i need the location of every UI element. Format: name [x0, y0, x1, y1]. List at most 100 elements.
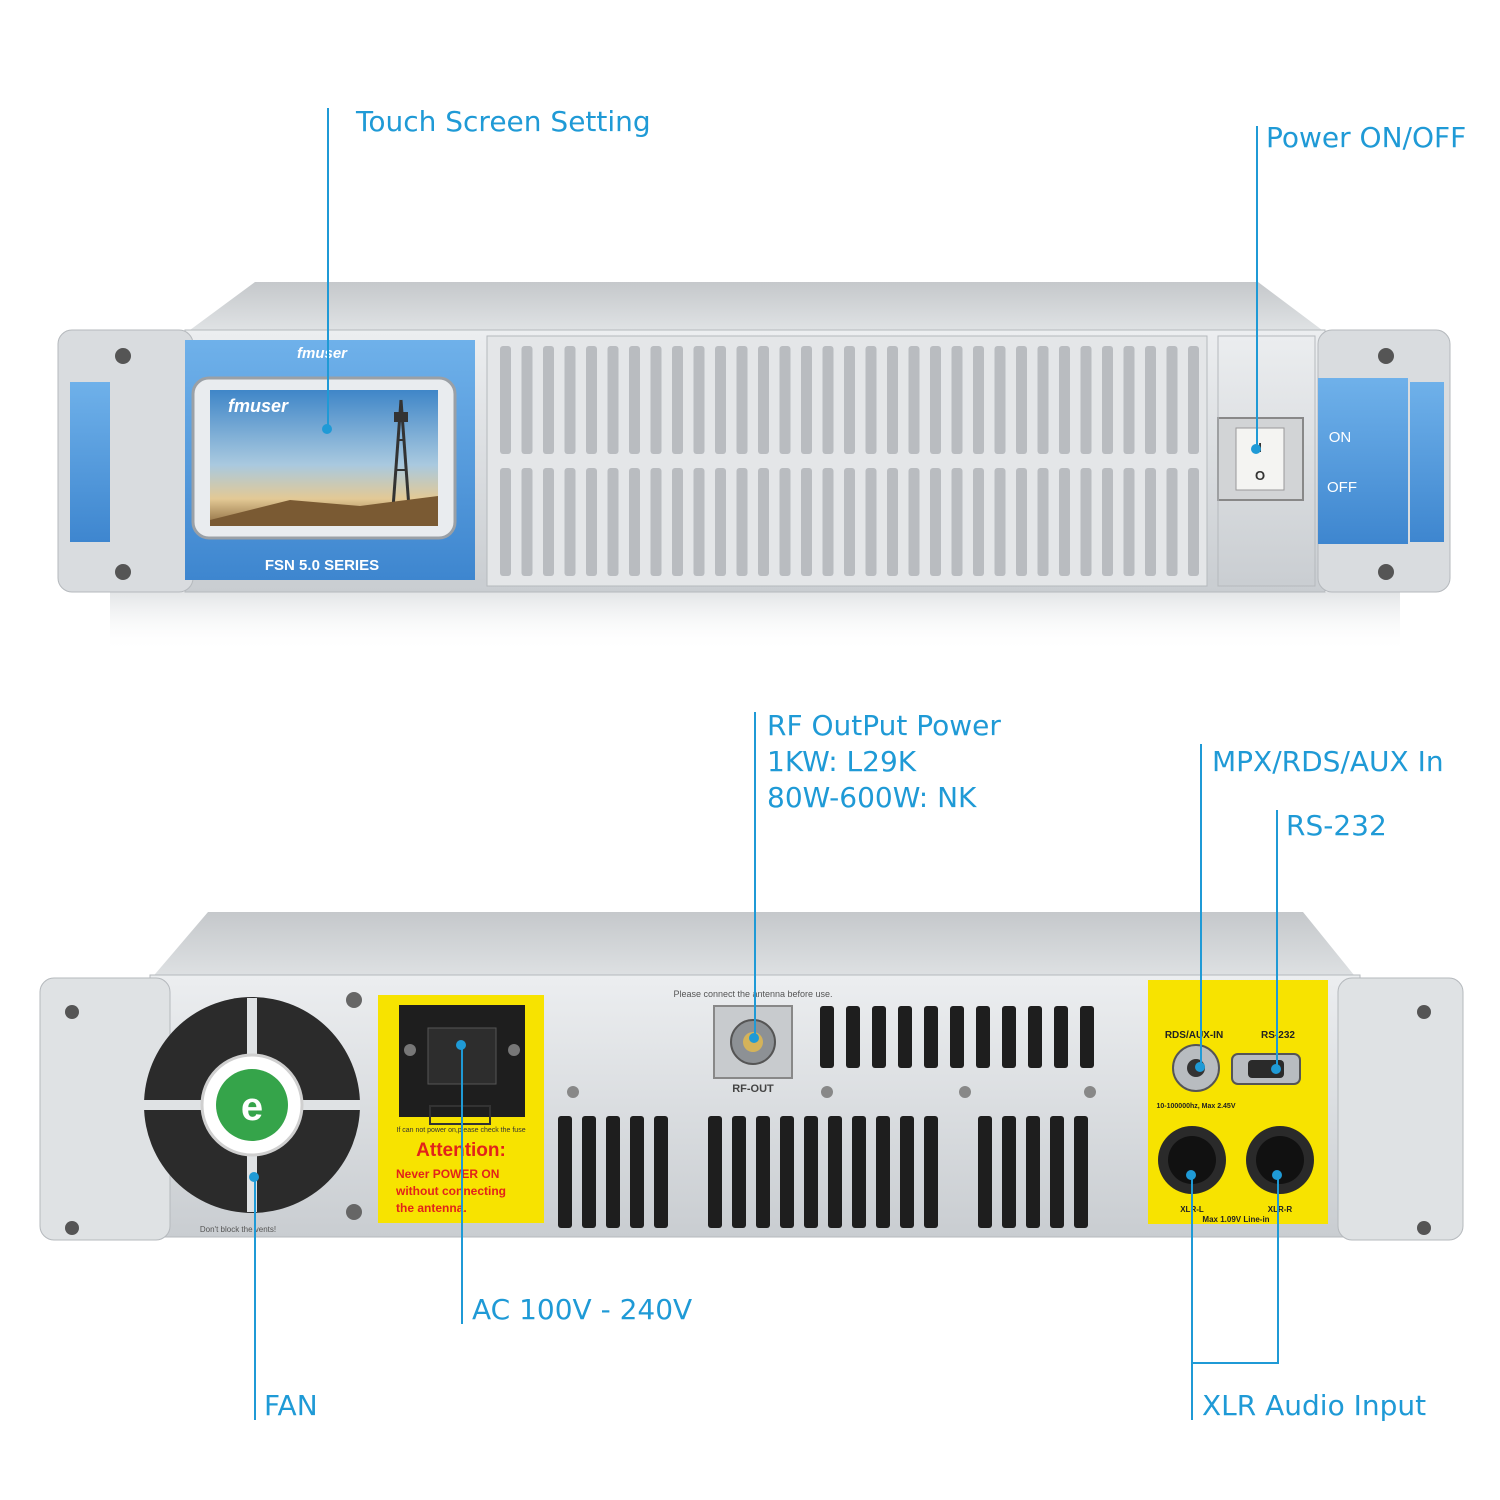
vent-slot	[672, 468, 683, 576]
vent-slot	[924, 1116, 938, 1228]
vent-slot	[779, 346, 791, 454]
vent-slot	[973, 468, 984, 576]
vent-slot	[1054, 1006, 1068, 1068]
vent-slot	[732, 1116, 746, 1228]
vent-slot	[1080, 346, 1092, 454]
vent-slot	[708, 1116, 722, 1228]
attention-line-1: Never POWER ON	[396, 1167, 499, 1181]
rf-out-label: RF-OUT	[732, 1083, 774, 1095]
vent-slot	[630, 1116, 644, 1228]
vent-slot	[1188, 346, 1199, 454]
rs232-pointer	[1271, 1064, 1281, 1074]
vent-slot	[1102, 346, 1113, 454]
mpx-callout: MPX/RDS/AUX In	[1212, 745, 1444, 778]
ac-power-pointer	[456, 1040, 466, 1050]
front-brand: fmuser	[297, 345, 348, 362]
vent-slot	[828, 1116, 842, 1228]
xlr-r-label: XLR-R	[1268, 1205, 1293, 1214]
front-vent-grille	[500, 346, 1199, 576]
power-callout: Power ON/OFF	[1266, 121, 1467, 154]
vent-slot	[898, 1006, 912, 1068]
vent-slot	[607, 346, 619, 454]
vent-slot	[564, 346, 576, 454]
input-spec: 10-100000hz, Max 2.45V	[1157, 1103, 1236, 1110]
vent-slot	[606, 1116, 620, 1228]
on-label: ON	[1329, 429, 1352, 446]
front-panel	[57, 282, 1451, 652]
xlr-left-icon	[1158, 1126, 1226, 1194]
vent-slot	[865, 468, 877, 576]
vent-slot	[758, 346, 769, 454]
vent-slot	[951, 346, 963, 454]
vent-slot	[804, 1116, 818, 1228]
vent-slot	[1028, 1006, 1042, 1068]
rear-panel: Please connect the antenna before use. R…	[39, 912, 1464, 1241]
xlr-left-pointer	[1186, 1170, 1196, 1180]
vent-slot	[872, 1006, 886, 1068]
vent-slot	[780, 1116, 794, 1228]
vent-slot	[844, 468, 855, 576]
vent-slot	[672, 346, 683, 454]
vent-slot	[779, 468, 791, 576]
tower-icon	[391, 399, 411, 509]
db9-connector-icon	[1231, 1053, 1301, 1085]
rf-output-leader	[754, 712, 756, 1037]
rear-lower-vents	[558, 1116, 1088, 1228]
vent-slot	[736, 468, 748, 576]
vent-slot	[500, 346, 511, 454]
vent-slot	[564, 468, 576, 576]
rs232-port-label: RS-232	[1261, 1030, 1295, 1041]
mpx-pointer	[1195, 1062, 1205, 1072]
vent-slot	[1166, 346, 1178, 454]
vent-slot	[558, 1116, 572, 1228]
vent-slot	[1059, 468, 1070, 576]
vent-slot	[994, 346, 1006, 454]
vent-slot	[900, 1116, 914, 1228]
vent-slot	[715, 346, 726, 454]
vent-slot	[586, 468, 597, 576]
vent-slot	[1102, 468, 1113, 576]
vent-slot	[629, 468, 640, 576]
xlr-right-icon	[1246, 1126, 1314, 1194]
vent-slot	[1002, 1116, 1016, 1228]
fan-callout: FAN	[264, 1389, 318, 1422]
vent-slot	[1145, 346, 1156, 454]
vent-slot	[820, 1006, 834, 1068]
vent-slot	[846, 1006, 860, 1068]
switch-off-symbol: O	[1255, 468, 1265, 483]
rear-upper-vents	[820, 1006, 1094, 1068]
touch-screen-leader	[327, 108, 329, 428]
vent-slot	[758, 468, 769, 576]
vent-slot	[1002, 1006, 1016, 1068]
vent-slot	[543, 346, 554, 454]
rf-output-callout-line-3: 80W-600W: NK	[767, 781, 977, 814]
vent-slot	[801, 346, 812, 454]
xlr-joiner	[1191, 1362, 1279, 1364]
vent-slot	[582, 1116, 596, 1228]
vent-slot	[586, 346, 597, 454]
vent-slot	[521, 468, 533, 576]
screen-brand: fmuser	[228, 396, 289, 416]
vent-slot	[1166, 468, 1178, 576]
rf-output-callout-line-1: RF OutPut Power	[767, 709, 1001, 742]
fan-logo-letter: e	[241, 1085, 263, 1129]
line-in-spec: Max 1.09V Line-in	[1202, 1215, 1269, 1224]
rs232-callout: RS-232	[1286, 809, 1387, 842]
vent-slot	[756, 1116, 770, 1228]
xlr-right-pointer	[1272, 1170, 1282, 1180]
vent-slot	[629, 346, 640, 454]
vent-slot	[978, 1116, 992, 1228]
vent-slot	[543, 468, 554, 576]
rf-output-pointer	[749, 1033, 759, 1043]
vent-slot	[865, 346, 877, 454]
vent-slot	[736, 346, 748, 454]
vent-slot	[693, 468, 705, 576]
series-label: FSN 5.0 SERIES	[265, 557, 379, 574]
attention-line-2: without connecting	[395, 1184, 506, 1198]
rf-output-callout-line-2: 1KW: L29K	[767, 745, 917, 778]
fan-leader	[254, 1176, 256, 1420]
vent-slot	[1188, 468, 1199, 576]
power-pointer	[1251, 444, 1261, 454]
xlr-left-leader	[1191, 1174, 1193, 1420]
